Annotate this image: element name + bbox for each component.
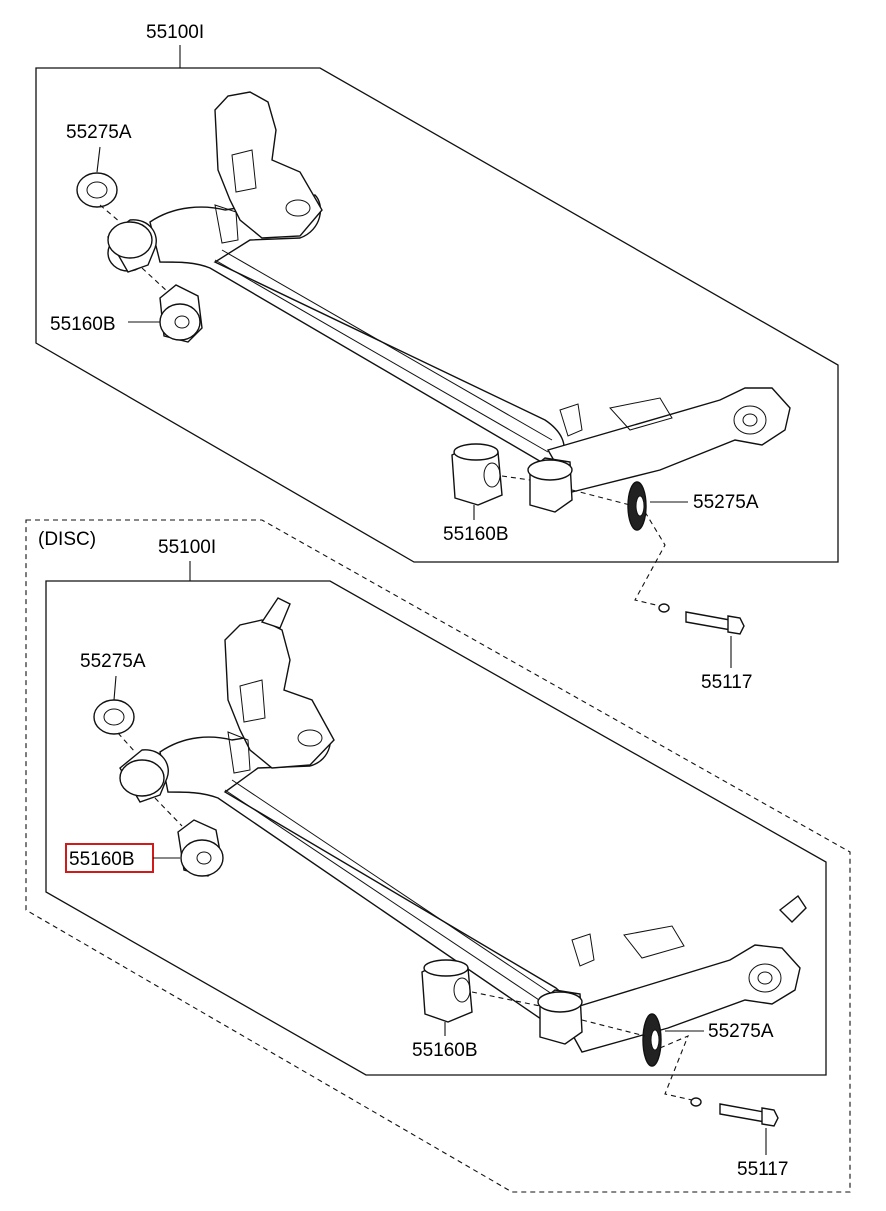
disc-assembly-outline — [45, 580, 827, 1076]
disc-bushing-left-label[interactable]: 55160B — [69, 849, 135, 870]
top-bolt-dash — [634, 511, 666, 607]
disc-bolt-label[interactable]: 55117 — [737, 1159, 788, 1180]
disc-variant-outline — [25, 519, 851, 1193]
disc-left-eye-bushing — [119, 749, 169, 803]
top-right-eye-bushing — [527, 457, 573, 513]
top-torsion-beam-axle[interactable] — [149, 91, 791, 493]
top-assembly-outline — [35, 67, 839, 563]
disc-washer-right-label[interactable]: 55275A — [708, 1021, 774, 1042]
disc-washer-right[interactable] — [642, 1013, 662, 1067]
top-bushing-right-dash — [501, 475, 531, 481]
disc-assembly-label[interactable]: 55100I — [158, 537, 216, 558]
top-washer-left-dash — [99, 204, 121, 223]
disc-washer-left-label[interactable]: 55275A — [80, 651, 146, 672]
top-washer-right-label[interactable]: 55275A — [693, 492, 759, 513]
disc-bushing-left-dash — [154, 797, 183, 827]
top-washer-right-dash-in — [571, 489, 631, 506]
disc-right-eye-bushing — [537, 989, 583, 1045]
disc-washer-right-dash-in — [581, 1019, 646, 1037]
top-assembly-label[interactable]: 55100I — [146, 22, 204, 43]
disc-bushing-right[interactable] — [421, 959, 473, 1023]
top-washer-right[interactable] — [627, 481, 647, 531]
top-bushing-left[interactable] — [159, 284, 203, 343]
disc-bushing-right-dash — [471, 991, 541, 1007]
disc-torsion-beam-axle[interactable] — [159, 597, 807, 1053]
top-bushing-left-label[interactable]: 55160B — [50, 314, 116, 335]
disc-section: (DISC) 55100I — [25, 519, 851, 1193]
top-bushing-right-label[interactable]: 55160B — [443, 524, 509, 545]
disc-washer-left[interactable] — [93, 699, 135, 735]
top-washer-left-leader — [96, 146, 101, 173]
disc-bushing-left[interactable] — [177, 819, 224, 877]
top-bolt[interactable] — [658, 603, 745, 635]
top-washer-left-label[interactable]: 55275A — [66, 122, 132, 143]
top-bushing-right[interactable] — [451, 443, 503, 506]
disc-bushing-right-label[interactable]: 55160B — [412, 1040, 478, 1061]
disc-washer-left-leader — [113, 675, 117, 701]
top-bushing-left-dash — [141, 267, 169, 293]
disc-bolt[interactable] — [690, 1097, 779, 1127]
top-left-eye-bushing — [107, 219, 157, 273]
disc-bolt-dash — [659, 1034, 693, 1101]
top-bolt-label[interactable]: 55117 — [701, 672, 752, 693]
top-section: 55100I 55275A — [35, 22, 839, 693]
disc-variant-label[interactable]: (DISC) — [38, 529, 96, 550]
top-washer-left[interactable] — [76, 172, 118, 208]
disc-washer-left-dash — [117, 732, 136, 753]
